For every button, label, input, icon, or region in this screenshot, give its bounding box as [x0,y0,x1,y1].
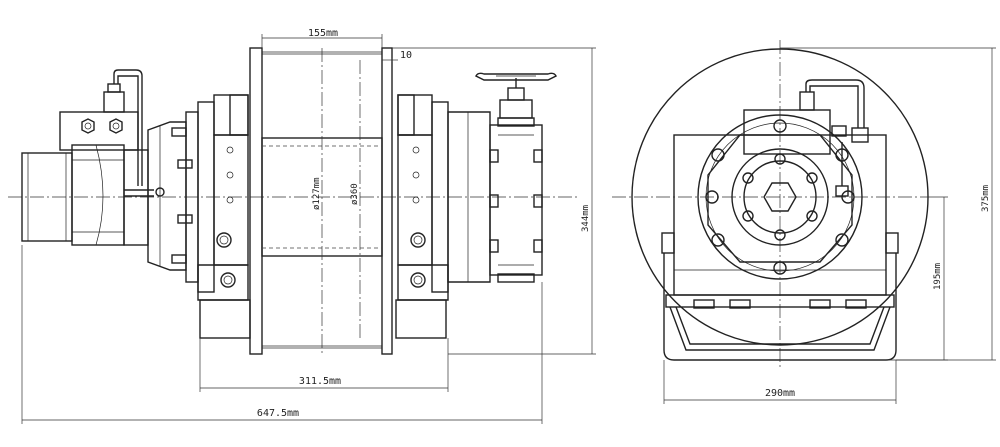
dim-base-width-front: 290mm [765,388,795,399]
dim-overall-length: 647.5mm [257,408,299,419]
front-view: 375mm 195mm 290mm [612,40,996,404]
side-view: 155mm 10 ø127mm ø360 311.5mm 647.5mm 344… [8,28,596,424]
left-support [185,94,251,339]
dim-center-height: 195mm [933,263,943,290]
dim-flange-diameter: ø360 [350,183,360,205]
valve-block [59,69,143,186]
hydraulic-motor [21,144,125,246]
drum [249,47,393,355]
side-dimensions: 155mm 10 ø127mm ø360 311.5mm 647.5mm 344… [21,28,596,424]
dim-drum-width: 155mm [308,28,338,39]
dim-base-width-side: 311.5mm [299,376,341,387]
front-valve [743,79,869,197]
gearbox-face [697,114,863,280]
handwheel [475,72,557,119]
dim-drum-diameter: ø127mm [312,177,322,210]
front-dimensions: 375mm 195mm 290mm [663,47,996,404]
gearbox [447,111,543,283]
dim-flange-thickness: 10 [400,50,412,61]
dim-side-height: 344mm [581,205,591,232]
brake-coupling [123,121,193,271]
right-support [395,94,449,339]
dim-overall-height: 375mm [981,185,991,212]
